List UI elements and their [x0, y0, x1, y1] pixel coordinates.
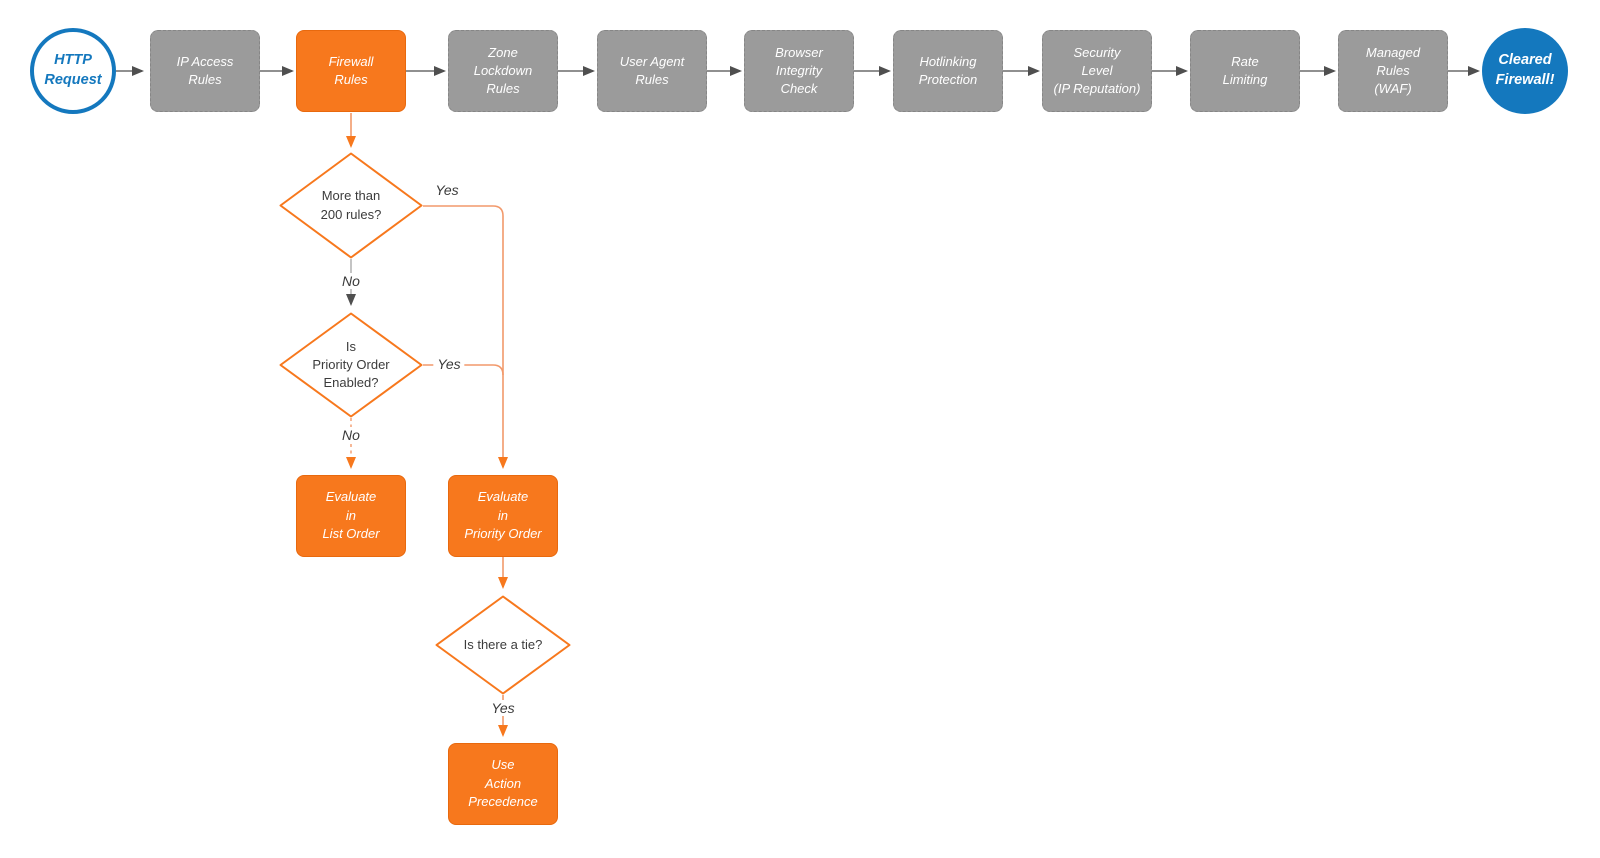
decision-label: Is there a tie?: [463, 636, 543, 652]
node-user-agent-rules: User Agent Rules: [597, 30, 707, 112]
decision-label: More than 200 rules?: [320, 188, 382, 222]
decision-priority-order-enabled: Is Priority Order Enabled?: [279, 312, 423, 418]
node-http-request: HTTP Request: [30, 28, 116, 114]
edge-label-no-priority: No: [338, 427, 364, 443]
node-security-level: Security Level (IP Reputation): [1042, 30, 1152, 112]
node-browser-integrity-check: Browser Integrity Check: [744, 30, 854, 112]
decision-is-there-a-tie: Is there a tie?: [435, 595, 571, 695]
node-firewall-rules: Firewall Rules: [296, 30, 406, 112]
edge-label-no-more-rules: No: [338, 273, 364, 289]
node-cleared-firewall: Cleared Firewall!: [1482, 28, 1568, 114]
node-evaluate-in-priority-order: Evaluate in Priority Order: [448, 475, 558, 557]
edge-label-yes-tie: Yes: [487, 700, 519, 716]
node-ip-access-rules: IP Access Rules: [150, 30, 260, 112]
edge-more-rules-yes: [423, 205, 508, 469]
node-evaluate-in-list-order: Evaluate in List Order: [296, 475, 406, 557]
node-rate-limiting: Rate Limiting: [1190, 30, 1300, 112]
node-use-action-precedence: Use Action Precedence: [448, 743, 558, 825]
edge-label-yes-priority: Yes: [433, 356, 465, 372]
node-hotlinking-protection: Hotlinking Protection: [893, 30, 1003, 112]
node-managed-rules-waf: Managed Rules (WAF): [1338, 30, 1448, 112]
node-zone-lockdown-rules: Zone Lockdown Rules: [448, 30, 558, 112]
decision-more-than-200-rules: More than 200 rules?: [279, 152, 423, 259]
decision-label: Is Priority Order Enabled?: [312, 338, 390, 391]
edge-label-yes-more-rules: Yes: [431, 182, 463, 198]
